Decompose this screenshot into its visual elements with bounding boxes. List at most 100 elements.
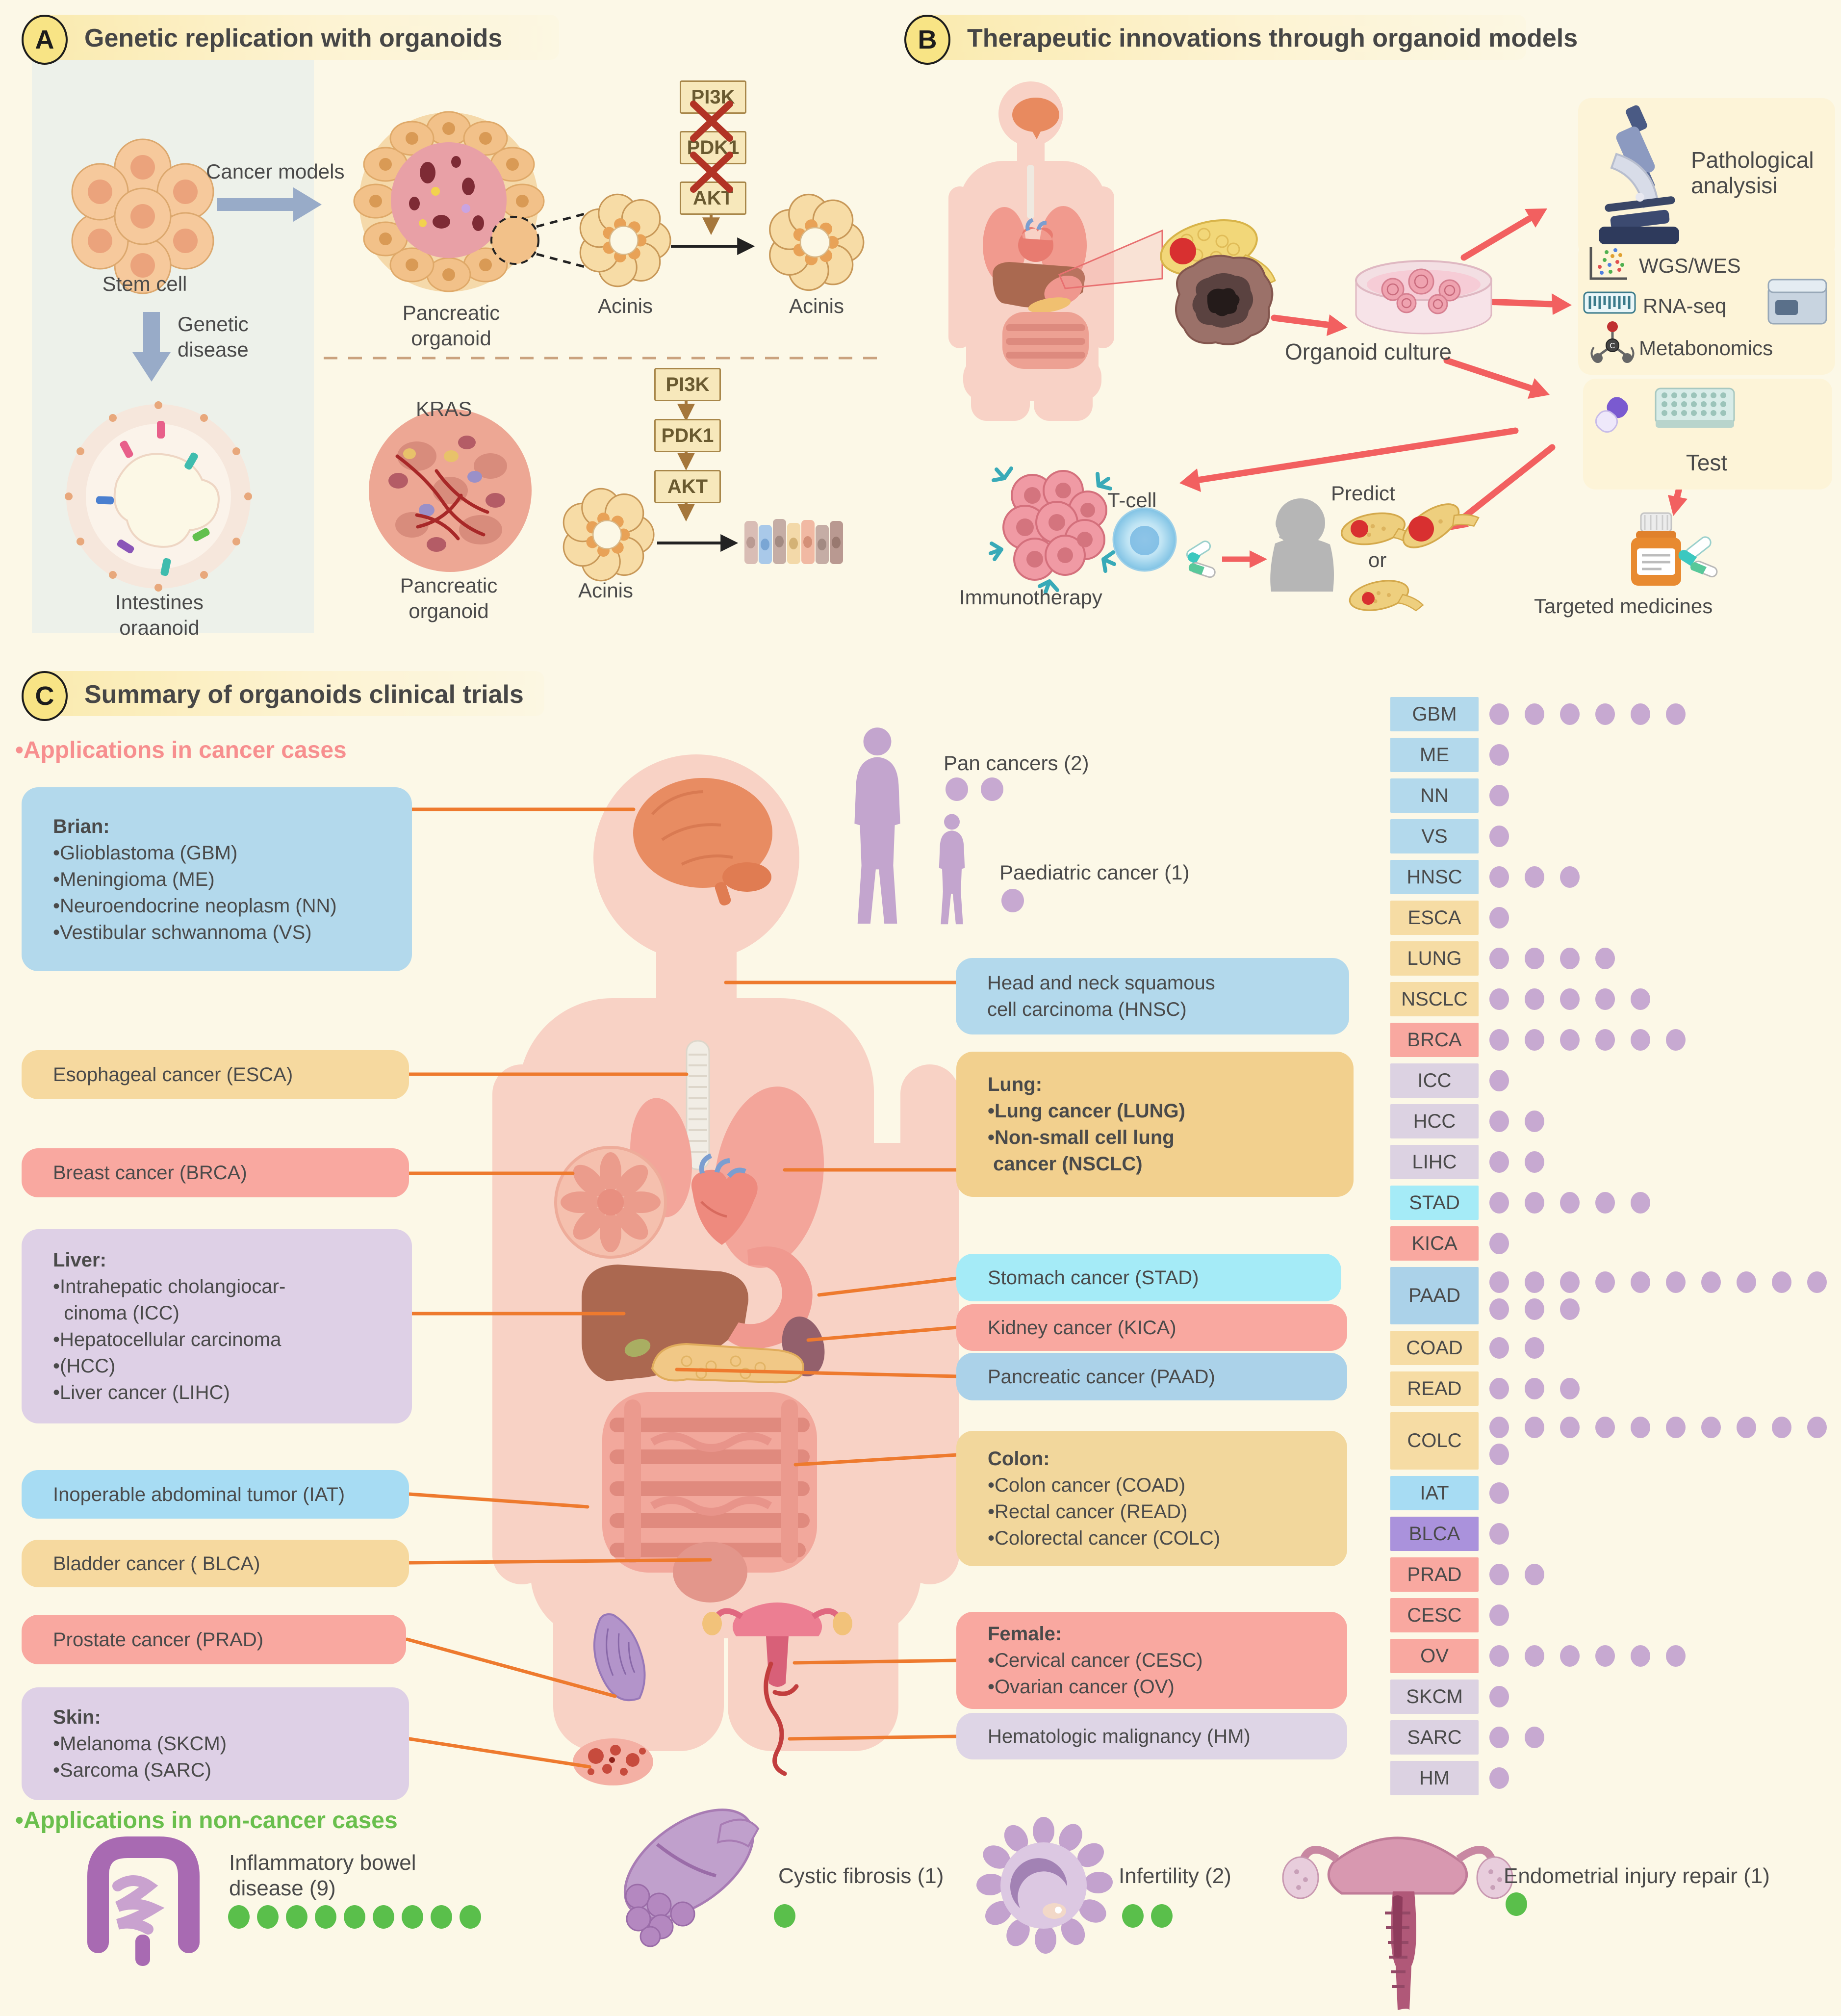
chart-row-label: VS (1390, 819, 1479, 853)
chart-dot-row (1489, 1727, 1544, 1748)
chart-row-skcm: SKCM (1390, 1680, 1841, 1714)
trial-dot (1595, 1645, 1615, 1667)
chart-row-label: ESCA (1390, 901, 1479, 935)
targeted-medicines-label: Targeted medicines (1534, 594, 1713, 618)
trial-dot (1807, 1417, 1827, 1438)
box-text: Skin: (53, 1706, 101, 1728)
stem-cell-cluster (71, 138, 214, 294)
panel-c-titlebar (30, 671, 544, 716)
chart-dot-row (1489, 1029, 1686, 1051)
chart-row-label: SARC (1390, 1720, 1479, 1755)
tumor-organ (1175, 255, 1274, 345)
chart-row-lihc: LIHC (1390, 1145, 1841, 1179)
count-dot (286, 1905, 307, 1929)
rna-seq-label: RNA-seq (1643, 294, 1727, 317)
panel-b-badge: B (904, 15, 950, 65)
box-text: •Lung cancer (LUNG) (988, 1100, 1185, 1122)
chart-row-esca: ESCA (1390, 901, 1841, 935)
trial-dot (1737, 1417, 1756, 1438)
chart-row-label: GBM (1390, 697, 1479, 731)
blca-box: Bladder cancer ( BLCA) (22, 1540, 409, 1587)
gallbladder-icon (624, 1339, 651, 1357)
trial-dot (1525, 1298, 1544, 1320)
box-text: •Sarcoma (SARC) (53, 1759, 211, 1781)
chart-row-lung: LUNG (1390, 941, 1841, 976)
box-text: Lung: (988, 1074, 1043, 1095)
chart-row-label: ME (1390, 738, 1479, 772)
chart-row-label: CESC (1390, 1598, 1479, 1632)
cell-row (744, 519, 843, 564)
trial-dot (1666, 1417, 1686, 1438)
trial-dot (1560, 1298, 1580, 1320)
trial-dot (1489, 1029, 1509, 1051)
blood-vessel-icon (764, 1661, 799, 1776)
trial-dot (1489, 785, 1509, 806)
chart-row-hm: HM (1390, 1761, 1841, 1795)
trial-dot (1525, 1029, 1544, 1051)
kica-box: Kidney cancer (KICA) (956, 1304, 1347, 1351)
chart-dot-row (1489, 1151, 1544, 1173)
trial-dot (1595, 1029, 1615, 1051)
trial-dot (1525, 948, 1544, 969)
uterus-icon-body (702, 1602, 852, 1687)
or-label: or (1368, 548, 1387, 571)
box-text: •Colon cancer (COAD) (988, 1474, 1186, 1496)
count-dot (1506, 1892, 1527, 1916)
trial-dot (1489, 1151, 1509, 1173)
box-text: Brian: (53, 815, 110, 837)
lung-box: Lung:•Lung cancer (LUNG)•Non-small cell … (956, 1052, 1354, 1197)
chart-row-label: ICC (1390, 1063, 1479, 1098)
infertility-dots (1122, 1904, 1173, 1928)
trial-dot (1737, 1271, 1756, 1293)
trial-dot (1525, 1564, 1544, 1585)
leader-lines (405, 807, 959, 1769)
box-text: •(HCC) (53, 1355, 116, 1377)
acinis-label-2: Acinis (789, 294, 844, 317)
female-box: Female:•Cervical cancer (CESC)•Ovarian c… (956, 1612, 1347, 1709)
heart-icon (691, 1153, 758, 1245)
skin-lesion-icon (573, 1738, 653, 1785)
chart-row-coad: COAD (1390, 1331, 1841, 1365)
box-text: •Rectal cancer (READ) (988, 1501, 1188, 1523)
chart-dot-row (1489, 1604, 1509, 1626)
pdk1-box: PDK1 (654, 419, 721, 452)
trial-dot (1560, 1417, 1580, 1438)
box-text: cinoma (ICC) (53, 1302, 179, 1324)
panel-c-badge: C (22, 671, 68, 721)
chart-row-read: READ (1390, 1371, 1841, 1406)
panel-a-titlebar (30, 15, 559, 60)
panel-a-illustrations (32, 39, 880, 633)
trial-dot (1631, 1417, 1650, 1438)
brain-box: Brian:•Glioblastoma (GBM)•Meningioma (ME… (22, 787, 412, 971)
panel-b-titlebar (913, 15, 1526, 60)
trial-dot (1489, 1604, 1509, 1626)
trial-dot (1595, 1192, 1615, 1214)
trial-dot (1560, 1271, 1580, 1293)
box-text: Colon: (988, 1448, 1050, 1470)
organoid-culture-label: Organoid culture (1285, 339, 1452, 364)
chart-row-label: NN (1390, 778, 1479, 813)
skin-box: Skin:•Melanoma (SKCM)•Sarcoma (SARC) (22, 1687, 409, 1800)
box-text: Esophageal cancer (ESCA) (53, 1064, 293, 1086)
trial-dot (1631, 1645, 1650, 1667)
intestine-icon-ibd (87, 1836, 200, 1966)
predict-label: Predict (1331, 482, 1395, 505)
trial-dot (1525, 1727, 1544, 1748)
pills-icon (1186, 541, 1216, 578)
trial-dot (1489, 1767, 1509, 1789)
trial-dot (1666, 703, 1686, 725)
akt-box: AKT (654, 470, 721, 503)
chart-dot-row (1489, 785, 1509, 806)
panel-a-title: Genetic replication with organoids (84, 24, 503, 52)
trial-dot (1489, 826, 1509, 847)
panel-b-title: Therapeutic innovations through organoid… (967, 24, 1578, 52)
esca-box: Esophageal cancer (ESCA) (22, 1050, 409, 1099)
chart-row-colc: COLC (1390, 1412, 1841, 1470)
chart-row-label: COAD (1390, 1331, 1479, 1365)
count-dot (402, 1905, 423, 1929)
chart-row-me: ME (1390, 738, 1841, 772)
trial-dot (1525, 1192, 1544, 1214)
box-text: Prostate cancer (PRAD) (53, 1628, 264, 1651)
chart-dot-row (1489, 1233, 1509, 1254)
intestines-icon (602, 1392, 817, 1573)
